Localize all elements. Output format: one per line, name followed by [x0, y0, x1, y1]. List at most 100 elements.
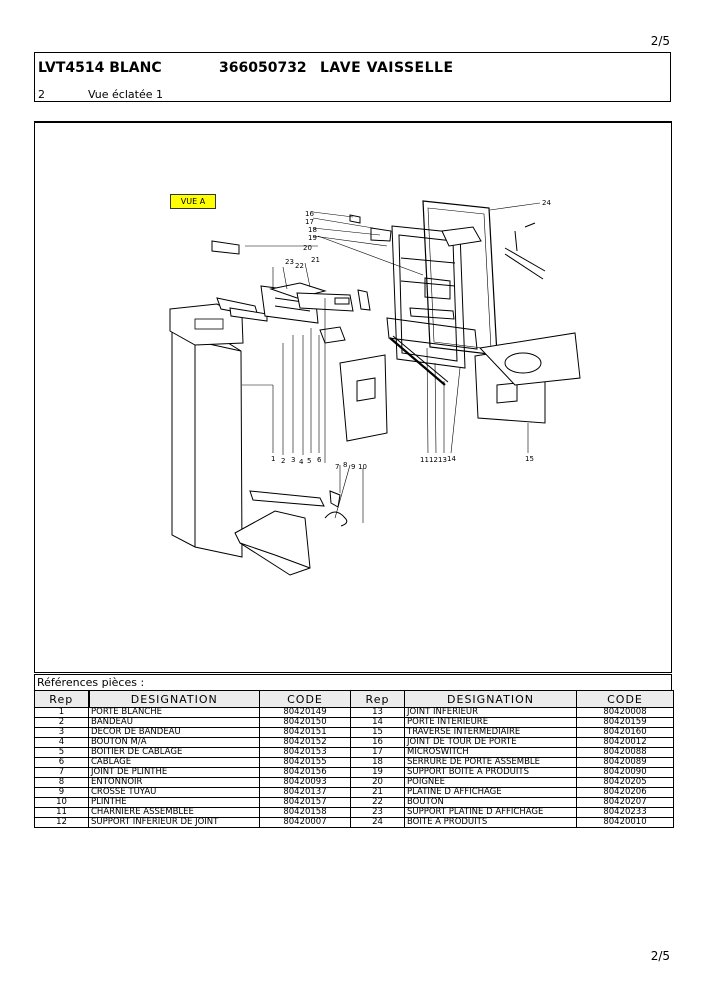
table-cell: MICROSWITCH	[404, 747, 577, 758]
table-cell: 80420088	[576, 747, 674, 758]
table-cell: 7	[34, 767, 89, 778]
section-number: 2	[38, 88, 45, 101]
table-cell: 80420158	[259, 807, 351, 818]
table-cell: 80420089	[576, 757, 674, 768]
exploded-view-diagram: VUE A	[34, 121, 672, 673]
callout-10: 10	[358, 463, 367, 471]
page-number-top: 2/5	[650, 34, 670, 48]
table-cell: BOUTON	[404, 797, 577, 808]
vue-a-label: VUE A	[170, 194, 216, 209]
column-header-designation-2: DESIGNATION	[404, 690, 577, 708]
column-header-code-2: CODE	[576, 690, 674, 708]
callout-15: 15	[525, 455, 534, 463]
callout-5: 5	[307, 457, 311, 465]
table-cell: 80420155	[259, 757, 351, 768]
callout-9: 9	[351, 463, 355, 471]
callout-12: 12	[429, 456, 438, 464]
document-header: LVT4514 BLANC 366050732 LAVE VAISSELLE 2…	[34, 52, 671, 102]
table-cell: PLATINE D AFFICHAGE	[404, 787, 577, 798]
table-cell: 16	[350, 737, 405, 748]
table-cell: TRAVERSE INTERMEDIAIRE	[404, 727, 577, 738]
table-cell: 2	[34, 717, 89, 728]
table-cell: 20	[350, 777, 405, 788]
callout-11: 11	[420, 456, 429, 464]
table-cell: 18	[350, 757, 405, 768]
callout-19: 19	[308, 234, 317, 242]
table-cell: 8	[34, 777, 89, 788]
callout-17: 17	[305, 218, 314, 226]
table-cell: PLINTHE	[88, 797, 260, 808]
table-cell: 13	[350, 707, 405, 718]
table-cell: BOITE A PRODUITS	[404, 817, 577, 828]
table-cell: 11	[34, 807, 89, 818]
table-cell: BOUTON M/A	[88, 737, 260, 748]
product-reference: LVT4514 BLANC	[38, 60, 162, 76]
table-cell: 6	[34, 757, 89, 768]
table-cell: CHARNIERE ASSEMBLEE	[88, 807, 260, 818]
section-title: Vue éclatée 1	[88, 88, 163, 101]
callout-7: 7	[335, 463, 339, 471]
table-cell: 80420150	[259, 717, 351, 728]
page-number-bottom: 2/5	[650, 949, 670, 963]
table-cell: 80420233	[576, 807, 674, 818]
callout-8: 8	[343, 461, 347, 469]
table-cell: PORTE BLANCHE	[88, 707, 260, 718]
table-cell: 80420157	[259, 797, 351, 808]
table-cell: SUPPORT INFERIEUR DE JOINT	[88, 817, 260, 828]
table-cell: 23	[350, 807, 405, 818]
callout-3: 3	[291, 456, 295, 464]
callout-22: 22	[295, 262, 304, 270]
callout-13: 13	[438, 456, 447, 464]
callout-4: 4	[299, 458, 304, 466]
table-cell: 9	[34, 787, 89, 798]
column-header-designation: DESIGNATION	[88, 690, 260, 708]
table-cell: 24	[350, 817, 405, 828]
table-cell: 80420137	[259, 787, 351, 798]
column-header-rep-2: Rep	[350, 690, 405, 708]
table-cell: 80420151	[259, 727, 351, 738]
product-title: LAVE VAISSELLE	[320, 60, 454, 76]
table-cell: 80420153	[259, 747, 351, 758]
table-cell: BANDEAU	[88, 717, 260, 728]
callout-20: 20	[303, 244, 312, 252]
table-cell: 80420007	[259, 817, 351, 828]
table-cell: 1	[34, 707, 89, 718]
callout-24: 24	[542, 199, 551, 207]
column-header-code: CODE	[259, 690, 351, 708]
table-cell: JOINT DE PLINTHE	[88, 767, 260, 778]
table-cell: 3	[34, 727, 89, 738]
table-cell: PORTE INTERIEURE	[404, 717, 577, 728]
table-cell: 22	[350, 797, 405, 808]
callout-2: 2	[281, 457, 285, 465]
table-cell: 80420207	[576, 797, 674, 808]
table-cell: 21	[350, 787, 405, 798]
table-cell: 80420152	[259, 737, 351, 748]
table-cell: 80420010	[576, 817, 674, 828]
references-label: Références pièces :	[34, 674, 672, 691]
table-cell: 80420156	[259, 767, 351, 778]
table-cell: JOINT INFERIEUR	[404, 707, 577, 718]
table-cell: SUPPORT PLATINE D AFFICHAGE	[404, 807, 577, 818]
table-cell: 80420012	[576, 737, 674, 748]
table-cell: 80420205	[576, 777, 674, 788]
callout-18: 18	[308, 226, 317, 234]
table-cell: 4	[34, 737, 89, 748]
table-cell: 80420149	[259, 707, 351, 718]
table-cell: POIGNEE	[404, 777, 577, 788]
table-cell: JOINT DE TOUR DE PORTE	[404, 737, 577, 748]
table-cell: 80420160	[576, 727, 674, 738]
table-cell: SERRURE DE PORTE ASSEMBLE	[404, 757, 577, 768]
table-cell: 80420093	[259, 777, 351, 788]
table-cell: 5	[34, 747, 89, 758]
table-cell: 14	[350, 717, 405, 728]
table-cell: 10	[34, 797, 89, 808]
